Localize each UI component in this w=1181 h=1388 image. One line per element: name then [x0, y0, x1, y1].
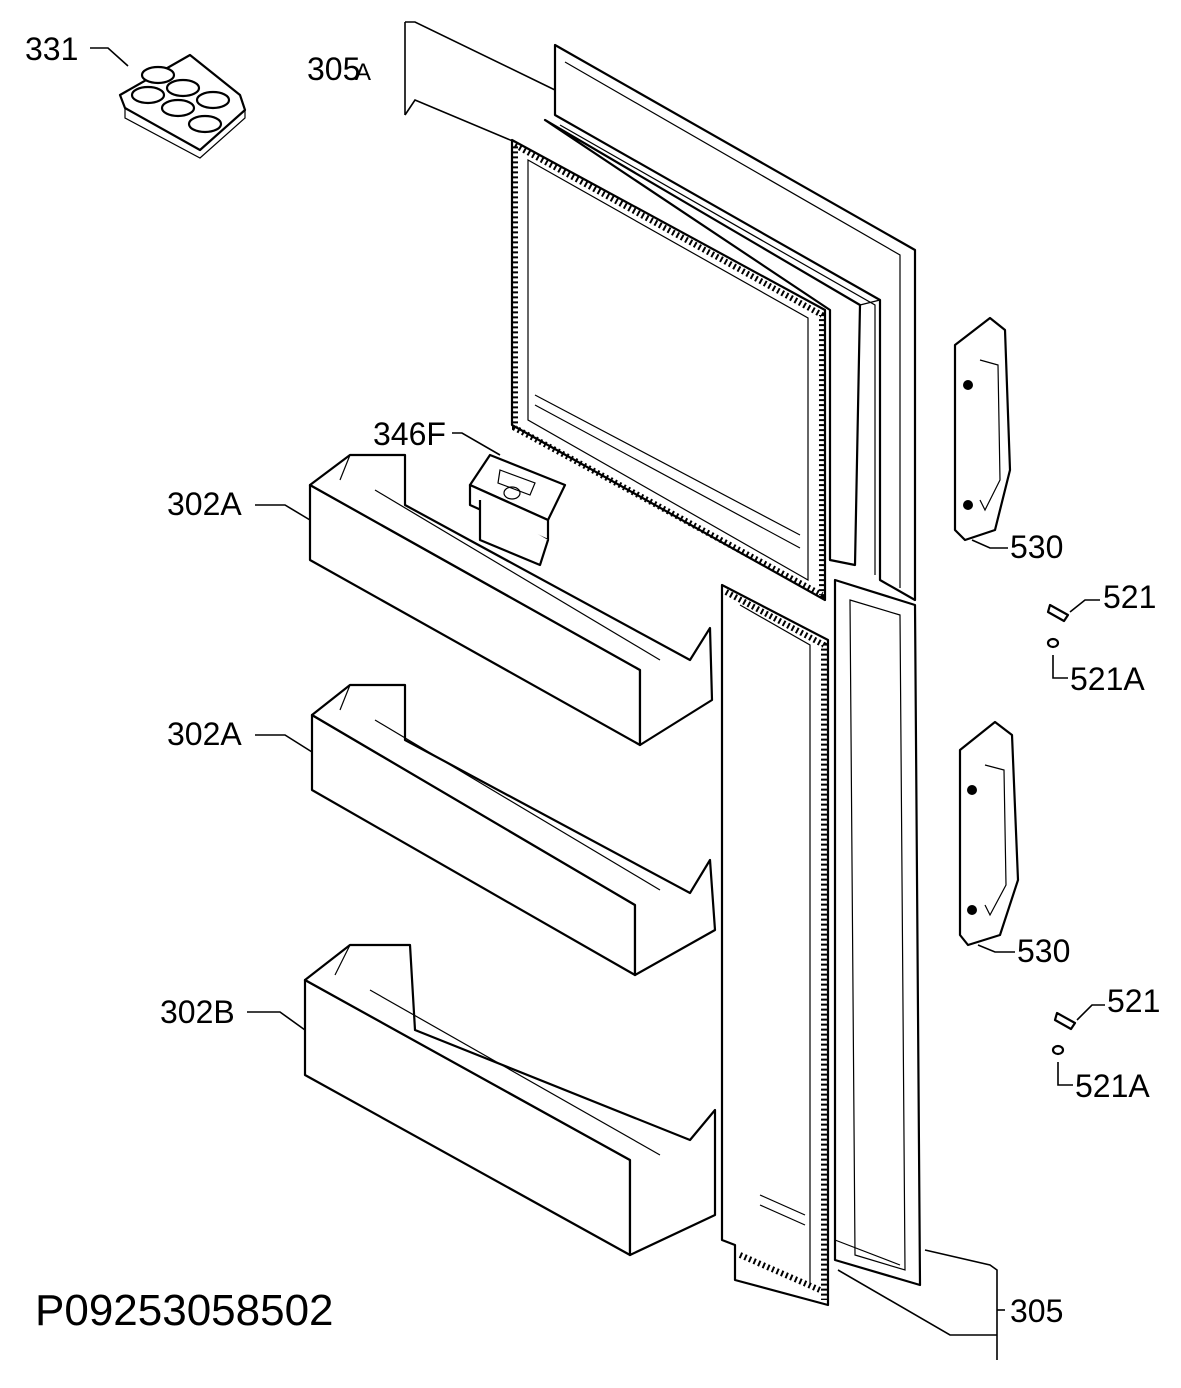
egg-tray-part — [118, 53, 247, 159]
door-shelf-bottle-part — [303, 943, 717, 1257]
label-egg-tray: 331 — [25, 31, 78, 67]
label-freezer-door-suffix: A — [355, 59, 371, 86]
freezer-door-part — [543, 43, 917, 602]
label-fridge-door: 305 — [1010, 1293, 1063, 1329]
screw-lower-part — [1053, 1011, 1077, 1031]
label-screw-upper: 521 — [1103, 579, 1156, 615]
door-shelf-middle-part — [310, 683, 717, 977]
screw-upper-part — [1046, 603, 1070, 623]
label-cap-upper: 521A — [1070, 661, 1145, 697]
cap-lower-part — [1051, 1044, 1065, 1056]
label-door-shelf-upper: 302A — [167, 486, 242, 522]
butter-box-part — [468, 453, 567, 567]
label-freezer-door: 305 — [307, 51, 360, 87]
door-shelf-upper-part — [308, 453, 714, 747]
cap-upper-part — [1046, 637, 1060, 649]
label-door-shelf-bottle: 302B — [160, 994, 235, 1030]
label-door-shelf-middle: 302A — [167, 716, 242, 752]
label-handle-upper: 530 — [1010, 529, 1063, 565]
handle-upper-part — [953, 316, 1012, 542]
freezer-gasket-part — [510, 138, 827, 602]
handle-lower-part — [958, 720, 1020, 947]
fridge-gasket-part — [720, 583, 830, 1307]
document-code: P09253058502 — [35, 1286, 334, 1335]
label-cap-lower: 521A — [1075, 1068, 1150, 1104]
label-screw-lower: 521 — [1107, 983, 1160, 1019]
fridge-door-part — [833, 578, 922, 1287]
label-butter-box: 346F — [373, 416, 446, 452]
label-handle-lower: 530 — [1017, 933, 1070, 969]
